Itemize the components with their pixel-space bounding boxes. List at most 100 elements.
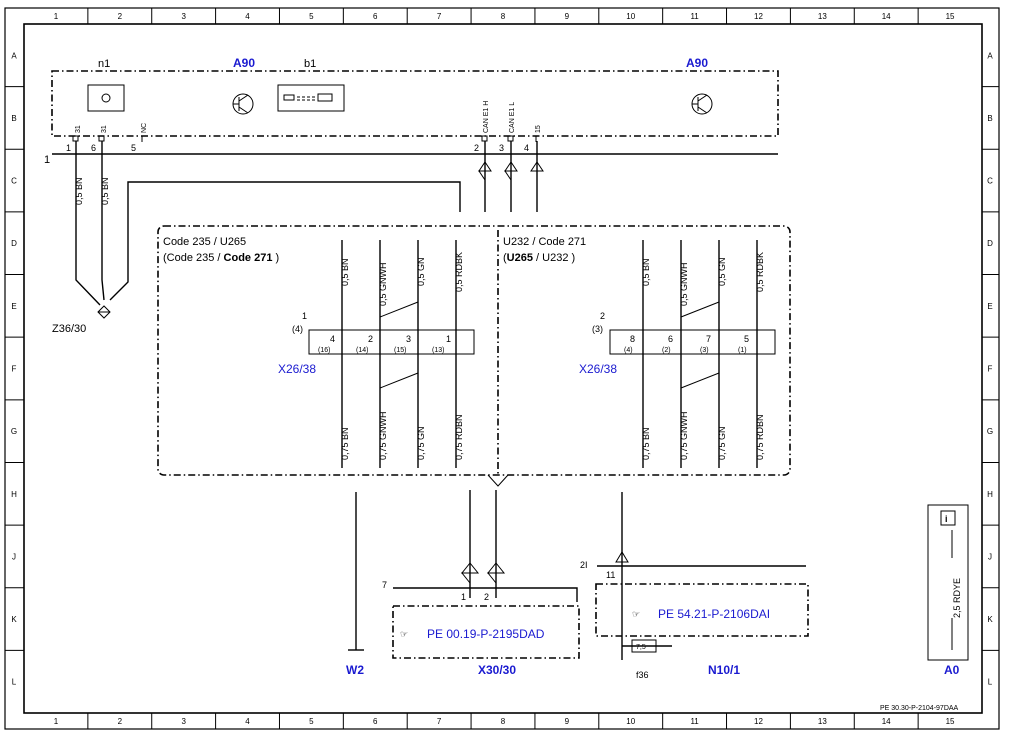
pin-name-31b: 31 xyxy=(101,125,108,133)
right-lower-wire-2: 0,75 GNWH xyxy=(679,411,689,460)
w2-label[interactable]: W2 xyxy=(346,663,364,677)
grid-col-label-top: 8 xyxy=(501,12,506,21)
left-pin-3: 3 xyxy=(406,334,411,344)
grid-col-label-bottom: 13 xyxy=(818,717,827,726)
wire-to-code-box xyxy=(109,181,461,301)
a0-label[interactable]: A0 xyxy=(944,663,960,677)
grid-col-label-top: 1 xyxy=(54,12,59,21)
right-lower-wire-3: 0,75 GN xyxy=(717,426,727,460)
grid-row-label-right: J xyxy=(988,552,992,561)
grid-col-label-top: 11 xyxy=(690,12,699,21)
wire-label-bn-2: 0,5 BN xyxy=(100,177,110,205)
pin-name-can-h: CAN E1 H xyxy=(483,101,490,133)
right-connector-paren: (3) xyxy=(592,324,603,334)
left-lower-wire-3: 0,75 GN xyxy=(416,426,426,460)
code-box-bottom-notch xyxy=(487,474,509,487)
grid-col-label-bottom: 5 xyxy=(309,717,314,726)
x30-pin-2: 2 xyxy=(484,592,489,602)
left-pin-1: 4 xyxy=(330,334,335,344)
grid-col-label-top: 12 xyxy=(754,12,763,21)
grid-ticks xyxy=(5,8,999,729)
x26-right-label[interactable]: X26/38 xyxy=(579,362,617,376)
grid-row-label-left: E xyxy=(11,302,16,311)
wire-bn-1 xyxy=(75,141,101,306)
code-right-line1: U232 / Code 271 xyxy=(503,236,586,248)
grid-col-label-top: 2 xyxy=(118,12,123,21)
code-right-line2: (U265 / U232 ) xyxy=(503,252,575,264)
pin-name-can-l: CAN E1 L xyxy=(509,102,516,133)
grid-row-label-left: F xyxy=(12,365,17,374)
left-upper-wire-2: 0,5 GNWH xyxy=(378,262,388,306)
left-lower-wire-2: 0,75 GNWH xyxy=(378,411,388,460)
a0-box xyxy=(927,504,969,661)
x30-connector-label: 7 xyxy=(382,580,387,590)
grid-col-label-bottom: 15 xyxy=(946,717,955,726)
z36-label: Z36/30 xyxy=(52,323,86,335)
right-upper-wire-2: 0,5 GNWH xyxy=(679,262,689,306)
left-pin-2: 2 xyxy=(368,334,373,344)
right-lower-wire-4: 0,75 RDBN xyxy=(755,414,765,460)
grid-row-label-left: B xyxy=(11,114,16,123)
grid-row-label-left: L xyxy=(12,678,17,687)
grid-col-label-top: 10 xyxy=(626,12,635,21)
b1-label: b1 xyxy=(304,58,316,70)
left-connector-paren: (4) xyxy=(292,324,303,334)
f36-label: f36 xyxy=(636,670,649,680)
transistor-right-icon xyxy=(691,93,713,115)
x26-left-label[interactable]: X26/38 xyxy=(278,362,316,376)
x30-pin-1: 1 xyxy=(461,592,466,602)
right-upper-wire-4: 0,5 RDBK xyxy=(755,252,765,292)
grid-col-label-top: 9 xyxy=(565,12,570,21)
grid-labels: 1122334455667788991010111112121313141415… xyxy=(11,12,993,726)
b1-sensor-icon xyxy=(283,93,333,102)
grid-col-label-top: 5 xyxy=(309,12,314,21)
code-left-line1: Code 235 / U265 xyxy=(163,236,246,248)
n10-arrow-icon xyxy=(615,551,629,563)
grid-row-label-left: C xyxy=(11,177,17,186)
grid-col-label-bottom: 1 xyxy=(54,717,59,726)
x26-left-connector xyxy=(308,329,475,355)
pin-name-15: 15 xyxy=(535,125,542,133)
left-pin-paren-4: (13) xyxy=(432,347,444,354)
x30-connector-line xyxy=(393,587,578,602)
a90-left-label[interactable]: A90 xyxy=(233,56,255,70)
grid-row-label-right: H xyxy=(987,490,993,499)
grid-row-label-right: K xyxy=(987,615,993,624)
a90-right-label[interactable]: A90 xyxy=(686,56,708,70)
grid-row-label-right: L xyxy=(988,678,993,687)
pin-number-1: 1 xyxy=(66,143,71,153)
grid-row-label-right: C xyxy=(987,177,993,186)
right-pin-2: 6 xyxy=(668,334,673,344)
left-lower-wire-1: 0,75 BN xyxy=(340,427,350,460)
grid-col-label-bottom: 9 xyxy=(565,717,570,726)
n10-label[interactable]: N10/1 xyxy=(708,663,740,677)
grid-col-label-top: 4 xyxy=(245,12,250,21)
x30-reference-link[interactable]: PE 00.19-P-2195DAD xyxy=(427,627,545,641)
right-lower-wire-1: 0,75 BN xyxy=(641,427,651,460)
n1-component-box xyxy=(87,84,125,112)
left-upper-wire-4: 0,5 RDBK xyxy=(454,252,464,292)
connector-1-label: 1 xyxy=(44,154,50,166)
x30-twist-icons xyxy=(460,562,506,584)
grid-row-label-left: G xyxy=(11,427,17,436)
pin-name-nc: NC xyxy=(141,123,148,133)
fuse-f36 xyxy=(631,639,657,653)
grid-col-label-top: 15 xyxy=(946,12,955,21)
b1-component-box xyxy=(277,84,345,112)
grid-row-label-left: A xyxy=(11,51,17,60)
right-upper-wire-3: 0,5 GN xyxy=(717,257,727,286)
a0-wire-label: 2,5 RDYE xyxy=(952,578,962,618)
grid-col-label-bottom: 10 xyxy=(626,717,635,726)
pin-number-4: 4 xyxy=(524,143,529,153)
n1-symbol-icon xyxy=(101,93,111,103)
grid-row-label-right: D xyxy=(987,239,993,248)
right-pin-paren-4: (1) xyxy=(738,347,747,354)
grid-row-label-left: J xyxy=(12,552,16,561)
left-connector-num: 1 xyxy=(302,311,307,321)
pin-number-3: 3 xyxy=(499,143,504,153)
grid-col-label-bottom: 11 xyxy=(690,717,699,726)
n10-reference-link[interactable]: PE 54.21-P-2106DAI xyxy=(658,607,770,621)
x30-label[interactable]: X30/30 xyxy=(478,663,516,677)
right-pin-4: 5 xyxy=(744,334,749,344)
n10-ref-hand-icon: ☞ xyxy=(632,609,640,619)
